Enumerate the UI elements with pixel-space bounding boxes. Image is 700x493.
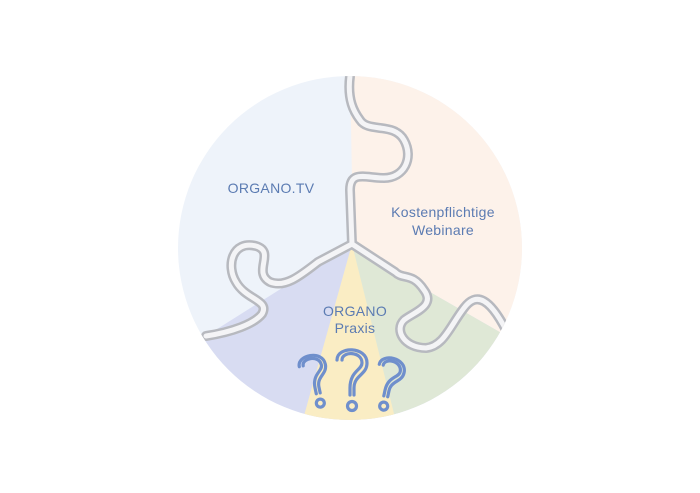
question-mark-icon: [297, 353, 328, 409]
question-mark-icon: [377, 356, 406, 412]
label-praxis-line2: Praxis: [335, 320, 376, 336]
circle-segments: [178, 76, 522, 420]
segment-praxis-center: [300, 244, 398, 420]
label-webinare-line2: Webinare: [412, 222, 474, 238]
label-praxis-line1: ORGANO: [323, 303, 387, 319]
label-webinare-line1: Kostenpflichtige: [391, 204, 495, 220]
label-organo-tv: ORGANO.TV: [228, 180, 315, 196]
question-marks: [297, 348, 406, 413]
question-mark-icon: [335, 348, 369, 413]
